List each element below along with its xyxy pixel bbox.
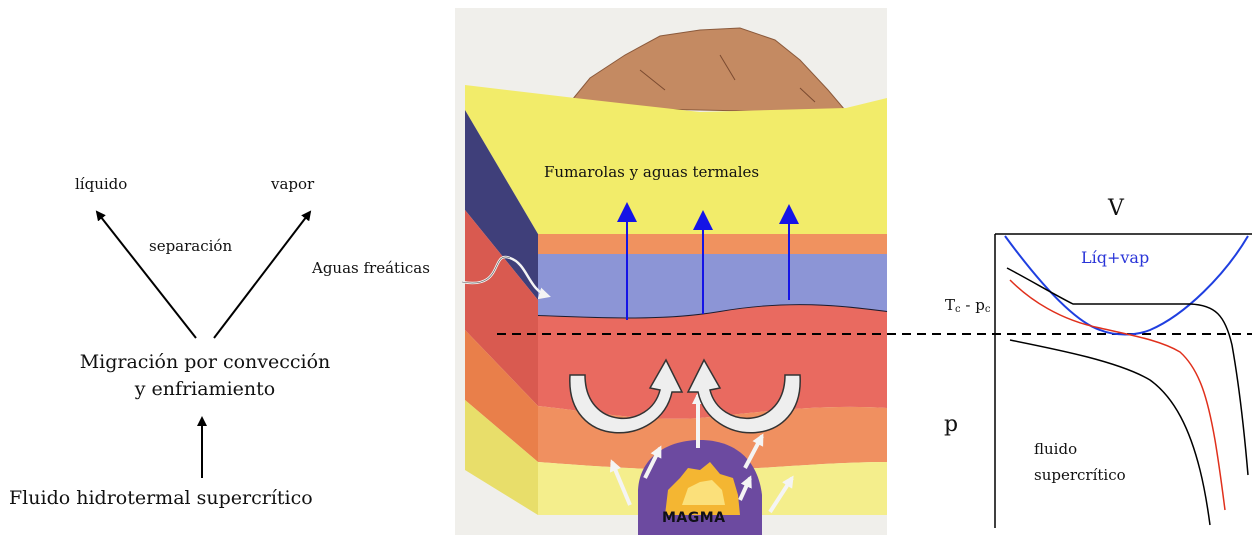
layer-orange-top bbox=[538, 234, 887, 254]
label-fumaroles: Fumarolas y aguas termales bbox=[544, 164, 759, 181]
label-supercritical-line1: fluido bbox=[1034, 441, 1077, 458]
label-liquid: líquido bbox=[75, 176, 127, 193]
label-vapor: vapor bbox=[271, 176, 314, 193]
critical-t: T bbox=[945, 296, 955, 314]
arrow-to-liquid bbox=[97, 212, 196, 338]
critical-p-sub: c bbox=[985, 304, 991, 315]
label-supercritical-source: Fluido hidrotermal supercrítico bbox=[9, 488, 313, 510]
critical-sep: - p bbox=[961, 296, 985, 314]
label-critical-point: Tc - pc bbox=[945, 297, 990, 316]
arrow-to-vapor bbox=[214, 212, 310, 338]
label-v-axis: V bbox=[1108, 196, 1124, 221]
label-migration-line2: y enfriamiento bbox=[40, 379, 370, 401]
label-magma: MAGMA bbox=[662, 510, 726, 526]
geologic-block bbox=[455, 8, 887, 535]
label-separation: separación bbox=[149, 238, 232, 255]
label-p-axis: p bbox=[944, 412, 958, 437]
label-groundwater: Aguas freáticas bbox=[312, 260, 430, 277]
label-liq-vap: Líq+vap bbox=[1081, 249, 1149, 267]
label-supercritical-line2: supercrítico bbox=[1034, 467, 1126, 484]
label-migration-line1: Migración por convección bbox=[40, 352, 370, 374]
isotherm-supercritical bbox=[1010, 340, 1210, 525]
